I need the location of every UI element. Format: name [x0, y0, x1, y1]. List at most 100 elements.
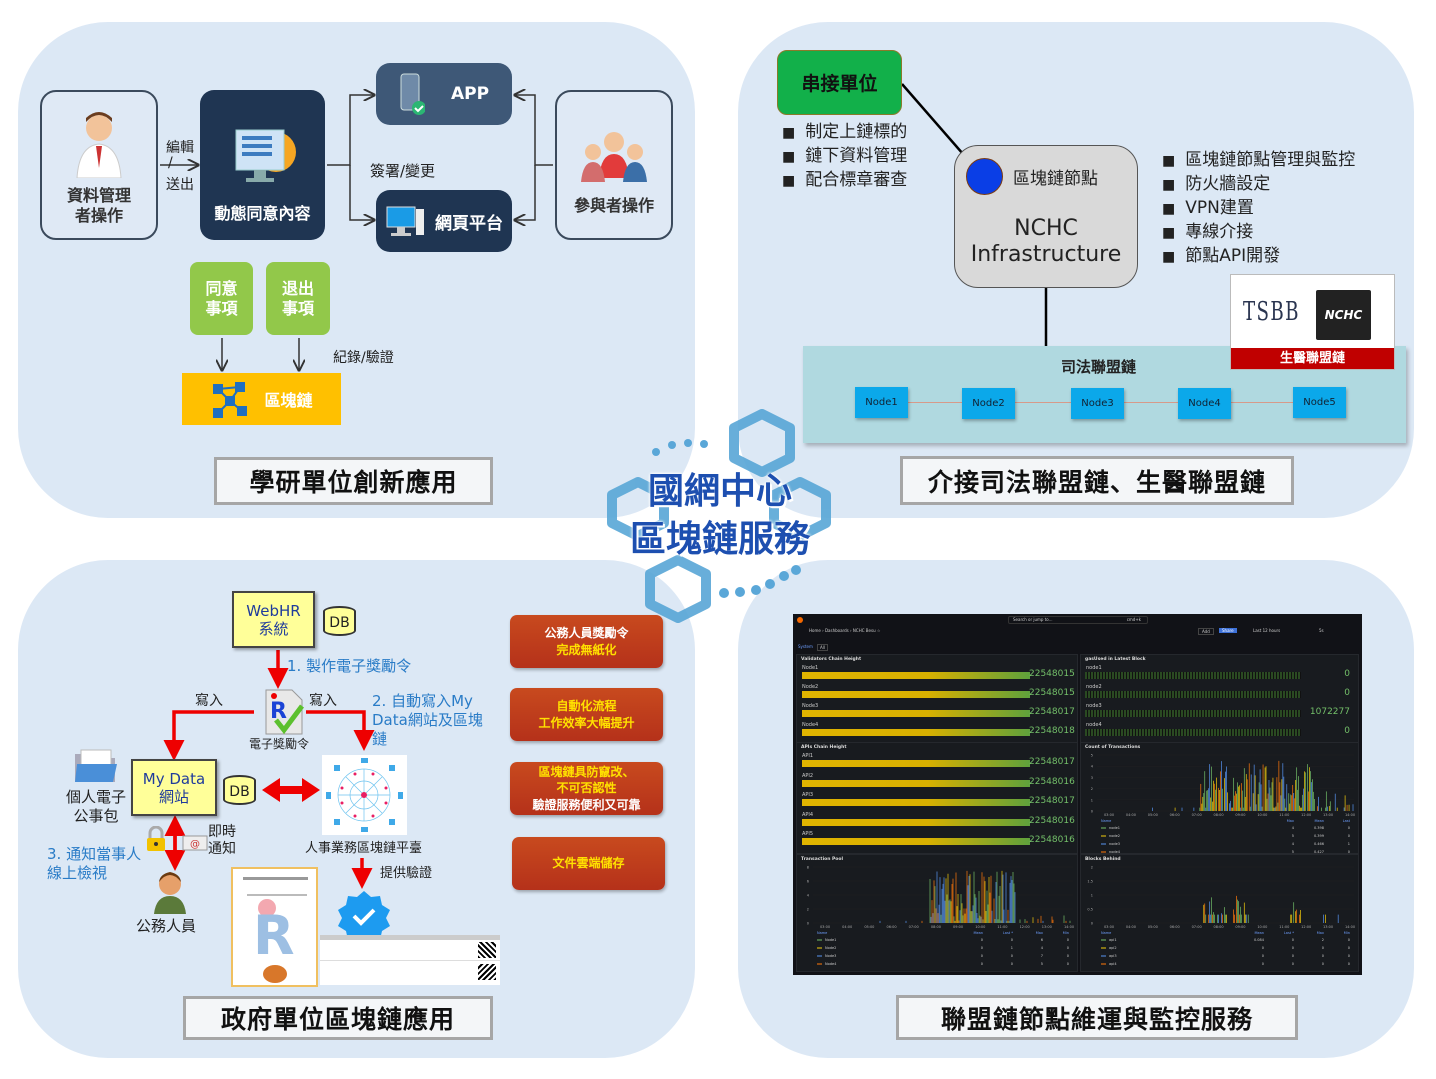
row-label: Node3: [802, 703, 819, 709]
row-label: node4: [1086, 722, 1102, 728]
legend-header: Name: [1101, 819, 1111, 823]
web-platform-label: 網頁平台: [435, 213, 503, 234]
notify-label: 通知: [208, 841, 236, 857]
add-button[interactable]: Add: [1198, 628, 1214, 635]
row-label: node3: [1086, 703, 1102, 709]
legend-cell: 0: [1292, 962, 1294, 966]
legend-cell: 5: [1292, 834, 1294, 838]
variable-select[interactable]: All: [817, 644, 828, 651]
benefit-text: 文件雲端儲存: [552, 856, 625, 871]
government-title: 政府單位區塊鏈應用: [183, 996, 493, 1040]
legend-cell: 0: [1067, 954, 1069, 958]
x-tick-label: 04:00: [1126, 925, 1136, 929]
sign-change-label: 簽署/變更: [370, 162, 436, 180]
legend-cell: 2: [1322, 938, 1324, 942]
infra-service: 防火牆設定: [1162, 173, 1355, 197]
breadcrumb-home[interactable]: Home: [809, 628, 821, 633]
x-tick-label: 06:00: [886, 925, 896, 929]
x-tick-label: 05:00: [864, 925, 874, 929]
civil-servant-avatar-icon: [154, 872, 186, 914]
legend-cell: 0: [1348, 962, 1350, 966]
legend-cell: Node2: [825, 946, 836, 950]
certificate-image: R: [231, 867, 318, 987]
step3-label: 3. 通知當事人線上檢視: [47, 845, 142, 882]
legend-cell: 0: [1011, 938, 1013, 942]
benefit-text: 完成無紙化: [556, 642, 617, 657]
y-tick-label: 4: [1091, 765, 1094, 769]
gauge-value: 22548018: [1029, 726, 1075, 736]
x-tick-label: 09:00: [1235, 813, 1245, 817]
legend-header: Min: [1063, 931, 1069, 935]
legend-cell: 0: [1067, 946, 1069, 950]
gauge-bar: [1085, 729, 1301, 736]
mydata-label: My Data: [142, 769, 206, 788]
y-tick-label: 2: [1091, 866, 1093, 870]
legend-cell: 0: [1322, 946, 1324, 950]
legend-cell: 7: [1041, 954, 1043, 958]
y-tick-label: 6: [807, 880, 809, 884]
panel-title: Blocks Behind: [1085, 857, 1121, 862]
edit-send-separator: /: [168, 155, 173, 171]
time-range-picker[interactable]: Last 12 hours: [1253, 628, 1281, 633]
gauge-value: 22548016: [1029, 815, 1075, 826]
x-tick-label: 12:00: [1301, 925, 1311, 929]
legend-header: Max: [1317, 931, 1324, 935]
refresh-interval[interactable]: 5s: [1319, 628, 1324, 633]
blockchain-box: 區塊鏈: [182, 373, 341, 425]
legend-cell: api2: [1109, 946, 1117, 950]
share-button[interactable]: Share: [1219, 628, 1237, 633]
legend-cell: 0: [1262, 962, 1264, 966]
legend-cell: 5: [1041, 962, 1043, 966]
blockchain-network-icon: [213, 382, 248, 418]
biomed-chain-label: 生醫聯盟鏈: [1231, 348, 1394, 369]
participant-box: 參與者操作: [555, 90, 673, 240]
panel-title: Transaction Pool: [801, 857, 843, 862]
x-tick-label: 08:00: [1213, 925, 1223, 929]
withdraw-items-box: 退出事項: [266, 262, 330, 335]
record-verify-label: 紀錄/驗證: [333, 350, 394, 366]
legend-cell: 0: [1348, 938, 1350, 942]
gauge-value: 1072277: [1309, 707, 1350, 717]
legend-cell: 4: [1041, 946, 1044, 950]
app-box: APP: [376, 63, 512, 125]
legend-cell: 0: [981, 954, 983, 958]
legend-cell: 0: [1348, 834, 1350, 838]
dynamic-consent-label: 動態同意內容: [214, 204, 311, 223]
write-right-label: 寫入: [309, 693, 337, 709]
dashboard-breadcrumb: Home › Dashboards › NCHC Besu ☆: [809, 628, 881, 633]
variable-label: System: [798, 644, 813, 649]
gauge-bar: [802, 799, 1030, 806]
web-platform-box: 網頁平台: [376, 190, 512, 252]
x-tick-label: 11:00: [997, 925, 1007, 929]
legend-header: Mean: [1314, 819, 1324, 823]
row-label: Node4: [802, 722, 819, 728]
e-order-document-icon: R: [265, 689, 304, 735]
benefit-paperless: 公務人員獎勵令 完成無紙化: [510, 615, 663, 668]
x-tick-label: 05:00: [1148, 925, 1158, 929]
e-order-label: 電子獎勵令: [249, 737, 310, 751]
svg-text:@: @: [190, 839, 200, 850]
verified-badge-icon: [338, 891, 390, 943]
q3-arrows: [163, 650, 375, 889]
withdraw-items-label: 退出事項: [281, 278, 314, 318]
gauge-bar: [802, 838, 1030, 845]
row-label: API2: [802, 772, 814, 779]
node-4: Node4: [1178, 388, 1231, 419]
gauge-bar: [1085, 691, 1301, 698]
computer-icon: [386, 206, 424, 236]
y-tick-label: 2: [1091, 787, 1093, 791]
x-tick-label: 03:00: [1104, 925, 1114, 929]
legend-cell: 0.466: [1314, 842, 1324, 846]
consent-items-box: 同意事項: [190, 262, 253, 335]
breadcrumb-dashboards[interactable]: Dashboards: [824, 628, 849, 633]
infrastructure-services-list: 區塊鏈節點管理與監控 防火牆設定 VPN建置 專線介接 節點API開發: [1162, 149, 1355, 269]
q1-connectors: [160, 0, 553, 520]
legend-header: Last *: [1003, 931, 1013, 935]
x-tick-label: 14:00: [1064, 925, 1074, 929]
consortium-title: 介接司法聯盟鏈、生醫聯盟鏈: [900, 456, 1294, 505]
dashboard-search[interactable]: Search or jump to... cmd+k: [1008, 616, 1148, 624]
legend-cell: 0: [981, 938, 983, 942]
